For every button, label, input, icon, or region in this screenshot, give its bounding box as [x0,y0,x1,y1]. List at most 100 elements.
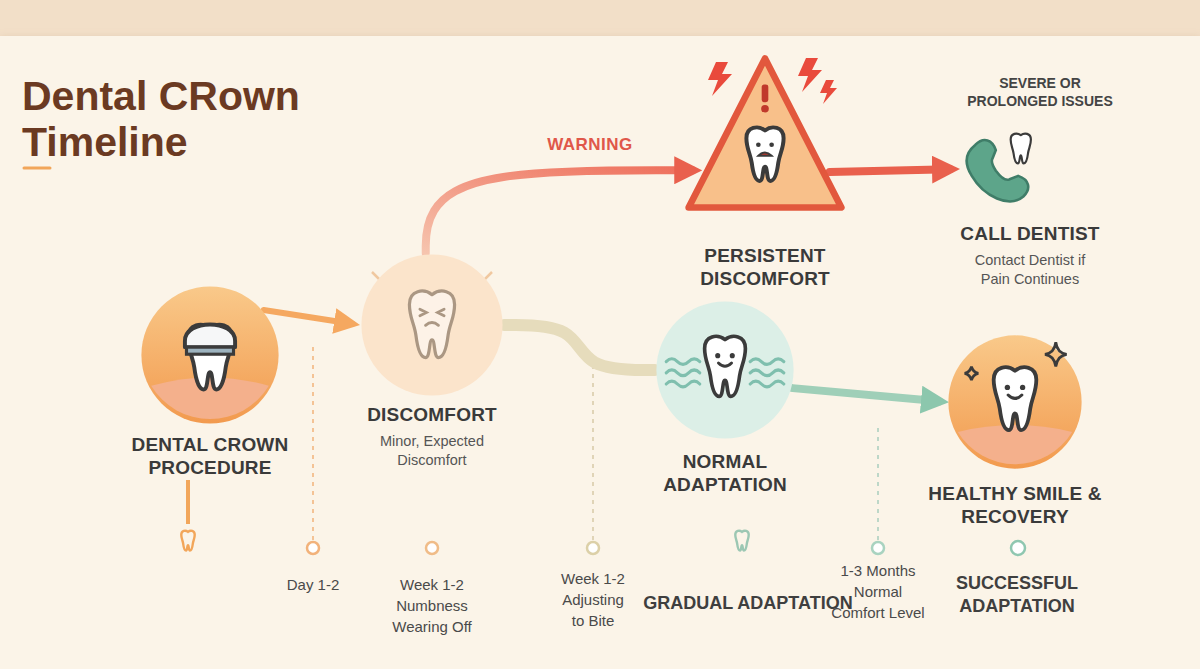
circle-fill [141,286,278,423]
dashed-guide [877,425,879,540]
lightning-bolt [798,58,822,92]
circle-fill [361,254,502,395]
node-caption: SEVERE OR PROLONGED ISSUES [960,74,1120,110]
flow-arrow [264,310,352,324]
icon-path [735,531,748,551]
timeline-dot [307,542,319,554]
icon-circle [769,142,774,147]
node-heading: DENTAL CROWN PROCEDURE [120,433,300,479]
timeline-label: Week 1-2 Numbness Wearing Off [387,574,477,637]
timeline-tooth-icon [181,531,194,551]
timeline-label: Day 1-2 [273,574,353,595]
timeline-dot [1011,541,1025,555]
recovery-circle-shape [947,334,1083,470]
icon-circle [715,353,720,358]
timeline-tooth-icon [735,531,748,551]
tooth-icon [1011,134,1031,164]
timeline-dots [307,541,1025,555]
call-dentist-icon-shape [958,126,1044,212]
node-caption: CALL DENTIST Contact Dentist if Pain Cont… [940,222,1120,289]
icon-path [750,370,784,376]
icon-circle [730,353,735,358]
card-panel [0,36,1200,669]
sparkles [965,342,1067,380]
node-body-text: Contact Dentist if Pain Continues [960,251,1100,289]
adaptation-circle-shape [655,300,795,440]
procedure-circle: DENTAL CROWN PROCEDURE [140,285,280,425]
diagram-title: Dental CRown Timeline [22,74,322,166]
node-caption: DENTAL CROWN PROCEDURE [120,433,300,479]
timeline-dot [426,542,438,554]
lightning-bolt [708,62,732,96]
icon-path [420,309,444,315]
icon-circle [1005,385,1010,390]
icon-path [666,359,700,365]
adaptation-circle: NORMAL ADAPTATION [655,300,795,440]
icon-path [750,381,784,387]
node-caption: HEALTHY SMILE & RECOVERY [915,482,1115,528]
icon-path [666,370,700,376]
icon-path [718,363,731,366]
gum [958,425,1072,464]
timeline-label: Week 1-2 Adjusting to Bite [554,568,632,631]
warning-arrow [426,170,693,253]
icon-circle [1020,385,1025,390]
tooth-icon [705,336,746,396]
icon-path [1008,395,1022,398]
circle-fill [656,301,793,438]
node-heading: SEVERE OR PROLONGED ISSUES [960,74,1120,110]
node-heading: CALL DENTIST [940,222,1120,245]
crown-cap [185,324,235,354]
warning-triangle: PERSISTENT DISCOMFORT [682,52,848,214]
phase-label: SUCCESSFUL ADAPTATION [947,572,1087,617]
exclamation-mark [762,84,769,102]
adaptation-path [504,325,655,370]
icon-circle [756,142,761,147]
discomfort-circle: DISCOMFORTMinor, Expected Discomfort [360,253,504,397]
icon-path [965,367,979,381]
warning-triangle-shape [682,52,848,214]
icon-path [1045,342,1067,366]
icon-path [426,323,439,326]
icon-path [666,381,700,387]
recovery-circle: HEALTHY SMILE & RECOVERY [947,334,1083,470]
node-heading: NORMAL ADAPTATION [640,450,810,496]
escalation-arrow [830,169,950,172]
icon-path [1011,134,1031,164]
triangle-outline [689,58,842,207]
edge-label: WARNING [544,135,636,155]
node-heading: HEALTHY SMILE & RECOVERY [915,482,1115,528]
procedure-circle-shape [140,285,280,425]
icon-path [185,324,235,347]
gum [151,377,269,419]
node-caption: DISCOMFORT Minor, Expected Discomfort [347,403,517,470]
lightning-bolt [820,80,837,104]
icon-path [758,152,771,155]
dashed-guide [312,345,314,540]
icon-path [750,359,784,365]
icon-rect [186,347,233,354]
circle-fill [948,335,1081,468]
node-caption: NORMAL ADAPTATION [640,450,810,496]
timeline-dot [587,542,599,554]
timeline-dot [872,542,884,554]
phase-label: GRADUAL ADAPTATION [633,592,863,615]
node-body-text: Minor, Expected Discomfort [370,432,495,470]
icon-path [181,531,194,551]
tooth-icon [746,128,783,181]
icon-path [705,336,746,396]
call-dentist-icon: SEVERE OR PROLONGED ISSUESCALL DENTISTCo… [958,126,1044,212]
node-heading: PERSISTENT DISCOMFORT [680,244,850,290]
discomfort-circle-shape [360,253,504,397]
tooth-icon [994,367,1037,430]
icon-path [994,367,1037,430]
leader-line [186,480,190,524]
title-underline [24,167,50,170]
dashed-guide [592,360,594,540]
node-heading: DISCOMFORT [347,403,517,426]
recovery-arrow [793,388,939,401]
tooth-icon [409,291,454,358]
icon-path [409,291,454,358]
